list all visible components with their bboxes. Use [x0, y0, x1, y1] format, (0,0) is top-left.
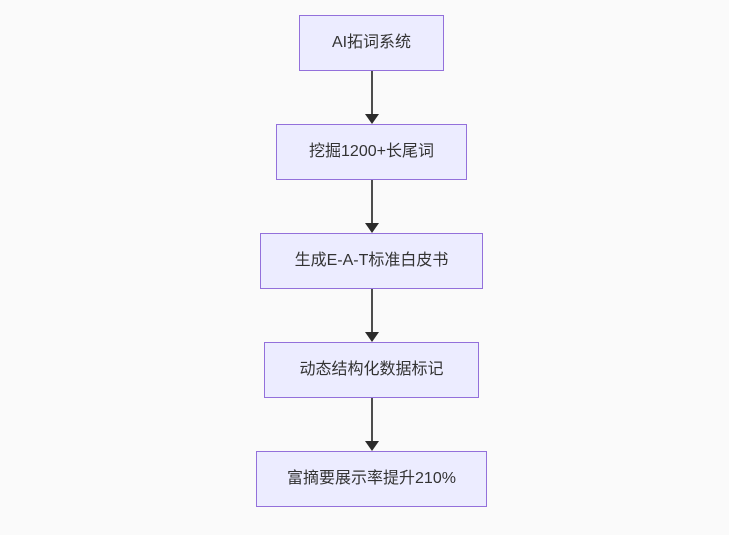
node-label: AI拓词系统	[331, 34, 412, 51]
arrowhead-down-icon	[364, 332, 379, 342]
node-label: 动态结构化数据标记	[299, 361, 444, 378]
flowchart-node-structured-data-markup: 动态结构化数据标记	[264, 342, 479, 398]
node-label: 富摘要展示率提升210%	[287, 470, 456, 487]
arrowhead-down-icon	[364, 223, 379, 233]
edge-line	[370, 289, 373, 333]
flowchart-node-eat-whitepaper: 生成E-A-T标准白皮书	[260, 233, 483, 289]
edge-line	[370, 180, 373, 224]
edge-line	[370, 398, 373, 442]
arrowhead-down-icon	[364, 114, 379, 124]
flowchart-node-rich-snippet-rate: 富摘要展示率提升210%	[256, 451, 487, 507]
node-label: 生成E-A-T标准白皮书	[294, 252, 449, 269]
flowchart-edge	[364, 180, 379, 233]
arrowhead-down-icon	[364, 441, 379, 451]
flowchart-edge	[364, 398, 379, 451]
flowchart-column: AI拓词系统 挖掘1200+长尾词 生成E-A-T标准白皮书 动态结构化数据标记	[251, 15, 492, 507]
flowchart-node-ai-word-expansion: AI拓词系统	[299, 15, 444, 71]
flowchart-edge	[364, 289, 379, 342]
flowchart-node-longtail-mining: 挖掘1200+长尾词	[276, 124, 467, 180]
flowchart-edge	[364, 71, 379, 124]
node-label: 挖掘1200+长尾词	[309, 143, 434, 160]
edge-line	[370, 71, 373, 115]
